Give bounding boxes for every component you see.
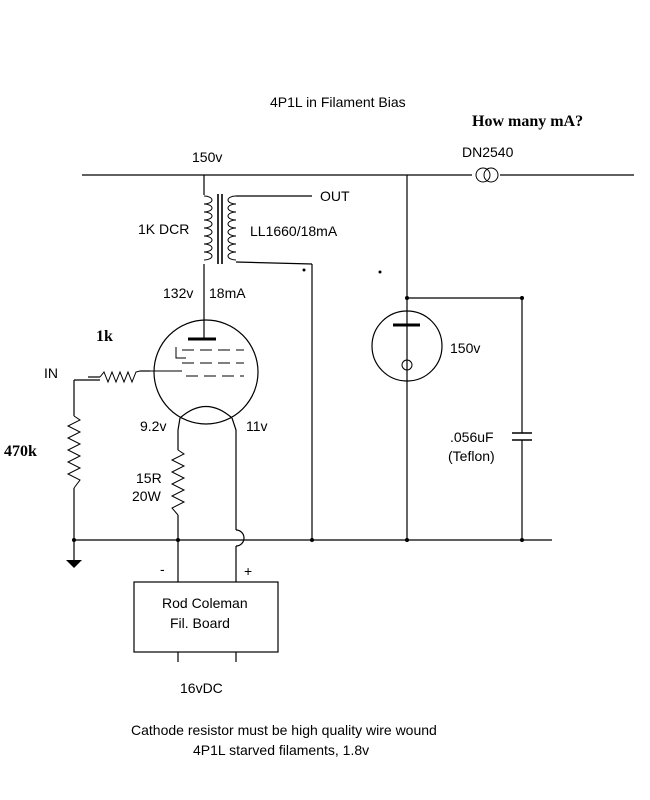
dcr-label: 1K DCR: [138, 221, 189, 237]
wire-crossover: [235, 529, 245, 547]
minus-terminal-label: -: [160, 561, 165, 577]
question-note: How many mA?: [472, 113, 583, 130]
current-source-circle: [483, 167, 499, 183]
note-line-1: Cathode resistor must be high quality wi…: [131, 722, 437, 738]
junction-dot: [405, 296, 409, 300]
filament-right-voltage: 11v: [246, 418, 268, 434]
junction-dot: [405, 538, 409, 542]
supply-label: 16vDC: [180, 680, 223, 696]
cathode-resistor: [170, 449, 186, 516]
secondary-bottom-lead: [235, 261, 313, 265]
b-plus-label: 150v: [192, 149, 222, 165]
board-name-line2: Fil. Board: [170, 615, 230, 631]
board-name-line1: Rod Coleman: [162, 595, 248, 611]
ground-icon: [66, 560, 82, 568]
wires: [73, 174, 634, 662]
junction-dot: [176, 538, 180, 542]
resistors: [66, 370, 186, 516]
stray-dot: [302, 268, 306, 272]
filament-left-voltage: 9.2v: [140, 418, 166, 434]
plate-voltage-label: 132v: [163, 285, 193, 301]
secondary-winding: [227, 195, 237, 261]
tube-envelope: [153, 319, 259, 425]
diagram-title: 4P1L in Filament Bias: [270, 94, 406, 110]
stray-dot: [378, 270, 382, 274]
ground-symbol: [66, 560, 82, 568]
dn2540-current-source: [475, 167, 499, 183]
regulator-label: DN2540: [462, 144, 514, 160]
filament-board-box: [133, 581, 279, 653]
tube-grid-structure: [175, 347, 186, 359]
primary-winding: [203, 195, 213, 261]
current-source-circle: [475, 167, 491, 183]
junction-dot: [520, 538, 524, 542]
junction-dot: [72, 538, 76, 542]
vr-tube-cathode: [401, 359, 413, 371]
grid-leak-resistor: [66, 415, 82, 489]
transformer-label: LL1660/18mA: [250, 223, 338, 239]
grid-leak-label: 470k: [4, 443, 37, 460]
plate-current-label: 18mA: [209, 285, 246, 301]
output-label: OUT: [320, 188, 350, 204]
junction-dots: [72, 268, 524, 542]
junction-dot: [520, 296, 524, 300]
vr-tube: [371, 310, 443, 382]
cathode-resistor-power: 20W: [132, 488, 162, 504]
note-line-2: 4P1L starved filaments, 1.8v: [193, 742, 369, 758]
tube-filament: [179, 405, 233, 419]
cathode-resistor-value: 15R: [136, 470, 162, 486]
vr-tube-envelope: [371, 310, 443, 382]
input-label: IN: [44, 365, 58, 381]
filament-left-lead: [177, 417, 181, 450]
grid-resistor-label: 1k: [96, 328, 113, 345]
plus-terminal-label: +: [244, 563, 252, 579]
grid-resistor: [99, 370, 141, 384]
capacitor-value: .056uF: [450, 429, 494, 445]
capacitor-type: (Teflon): [448, 448, 495, 464]
junction-dot: [310, 538, 314, 542]
output-transformer: [203, 194, 237, 264]
4p1l-tube: [150, 319, 259, 425]
capacitor: [512, 432, 532, 441]
filament-right-lead: [231, 417, 237, 530]
vr-tube-label: 150v: [450, 340, 480, 356]
